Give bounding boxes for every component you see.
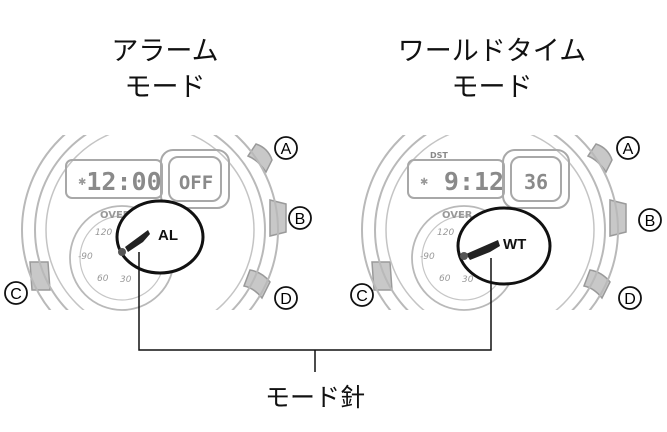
dial-120-left: 120 xyxy=(95,228,112,238)
world-time-mode-title-line2: モード xyxy=(451,72,533,103)
mode-hand-right xyxy=(466,240,500,260)
world-time-seconds-display: 36 xyxy=(524,170,548,194)
hand-label-al: AL xyxy=(158,227,178,244)
dial-60-left: 60 xyxy=(97,274,109,284)
dial-90-left: -90 xyxy=(78,252,93,262)
label-a-right: A xyxy=(623,141,634,158)
label-b-left: B xyxy=(295,211,306,228)
label-b-right: B xyxy=(645,213,656,230)
world-time-mode-title-line1: ワールドタイム xyxy=(397,36,587,67)
alarm-mode-title-line2: モード xyxy=(124,72,206,103)
label-b-right-circle xyxy=(638,208,662,232)
dial-120-right: 120 xyxy=(437,228,454,238)
bluetooth-icon: ✱ xyxy=(78,177,86,188)
label-b-left-circle xyxy=(288,206,312,230)
dst-indicator: DST xyxy=(430,151,448,160)
mode-hand-left xyxy=(125,230,150,252)
alarm-mode-title-line1: アラーム xyxy=(111,36,219,67)
dial-90-right: -90 xyxy=(420,252,435,262)
alarm-mode-title: アラーム モード xyxy=(60,34,270,106)
leader-lines xyxy=(138,252,492,372)
dial-60-right: 60 xyxy=(439,274,451,284)
world-time-mode-title: ワールドタイム モード xyxy=(372,34,612,106)
button-a-left[interactable] xyxy=(246,143,273,174)
over-label-left: OVER xyxy=(100,210,131,221)
bluetooth-icon: ✱ xyxy=(420,177,428,188)
world-time-watch: DST ✱ 9:12 36 OVER 120 -90 60 30 WT A B … xyxy=(350,135,662,311)
alarm-time-display: 12:00 xyxy=(86,167,161,196)
label-d-left: D xyxy=(280,291,292,308)
label-a-right-circle xyxy=(616,136,640,160)
label-c-right-circle xyxy=(350,283,374,307)
button-c-left[interactable] xyxy=(29,261,51,291)
label-a-left: A xyxy=(281,141,292,158)
label-d-right: D xyxy=(624,291,636,308)
over-label-right: OVER xyxy=(442,210,473,221)
label-d-left-circle xyxy=(274,286,298,310)
alarm-status-display: OFF xyxy=(179,172,213,194)
label-c-left-circle xyxy=(4,281,28,305)
label-c-right: C xyxy=(356,288,368,305)
world-time-display: 9:12 xyxy=(444,167,504,196)
button-a-right[interactable] xyxy=(586,143,613,174)
label-c-left: C xyxy=(10,286,22,303)
label-a-left-circle xyxy=(274,136,298,160)
hand-label-wt: WT xyxy=(503,236,526,253)
alarm-watch: ✱ 12:00 OFF OVER 120 -90 60 30 AL A B D … xyxy=(4,135,312,311)
mode-hand-highlight-right xyxy=(456,206,552,286)
dial-30-right: 30 xyxy=(462,275,474,285)
mode-hand-caption: モード針 xyxy=(264,383,365,412)
dial-30-left: 30 xyxy=(120,275,132,285)
label-d-right-circle xyxy=(618,286,642,310)
